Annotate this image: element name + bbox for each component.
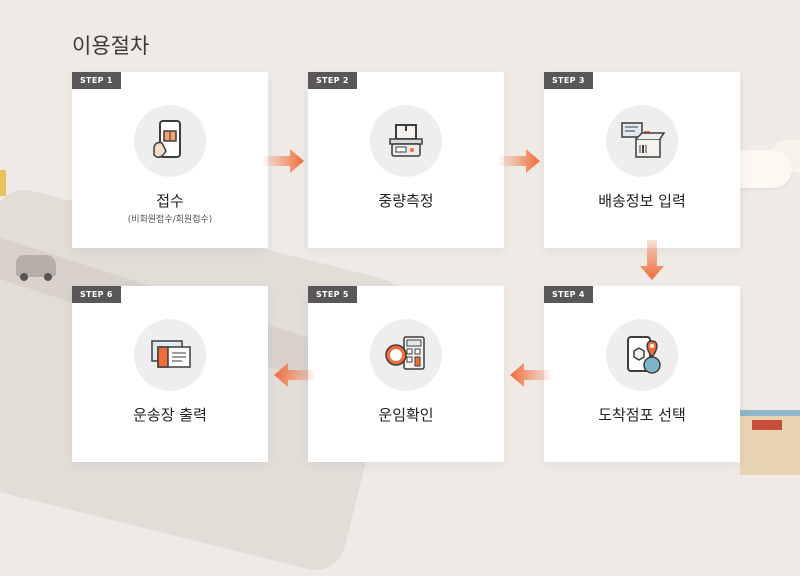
shipping-info-box-icon <box>606 105 678 177</box>
step-badge: STEP 4 <box>544 286 593 303</box>
step-card-6: STEP 6 운송장 출력 <box>72 286 268 462</box>
calculator-icon <box>370 319 442 391</box>
step-card-3: STEP 3 배송정보 입력 <box>544 72 740 248</box>
step-label: 중량측정 <box>378 192 434 210</box>
background-yellow-box <box>0 170 6 196</box>
step-card-4: STEP 4 도착점포 선택 <box>544 286 740 462</box>
background-store-sign <box>752 420 782 430</box>
step-badge: STEP 5 <box>308 286 357 303</box>
step-badge: STEP 6 <box>72 286 121 303</box>
location-pin-icon <box>606 319 678 391</box>
step-card-1: STEP 1 접수 (비회원접수/회원접수) <box>72 72 268 248</box>
step-label: 운임확인 <box>378 406 434 424</box>
background-car-icon <box>16 255 56 281</box>
step-card-5: STEP 5 운임확인 <box>308 286 504 462</box>
step-card-2: STEP 2 중량측정 <box>308 72 504 248</box>
weighing-scale-icon <box>370 105 442 177</box>
step-badge: STEP 2 <box>308 72 357 89</box>
step-label: 운송장 출력 <box>133 406 207 424</box>
step-sublabel: (비회원접수/회원접수) <box>127 215 213 225</box>
smartphone-package-icon <box>134 105 206 177</box>
step-label: 배송정보 입력 <box>598 192 686 210</box>
step-badge: STEP 1 <box>72 72 121 89</box>
arrow-left-icon <box>510 363 552 387</box>
arrow-down-icon <box>640 240 664 280</box>
arrow-right-icon <box>262 149 304 173</box>
arrow-right-icon <box>498 149 540 173</box>
step-badge: STEP 3 <box>544 72 593 89</box>
waybill-ticket-icon <box>134 319 206 391</box>
section-title: 이용절차 <box>72 34 150 58</box>
step-label: 도착점포 선택 <box>598 406 686 424</box>
step-label: 접수 <box>156 192 184 210</box>
arrow-left-icon <box>274 363 316 387</box>
